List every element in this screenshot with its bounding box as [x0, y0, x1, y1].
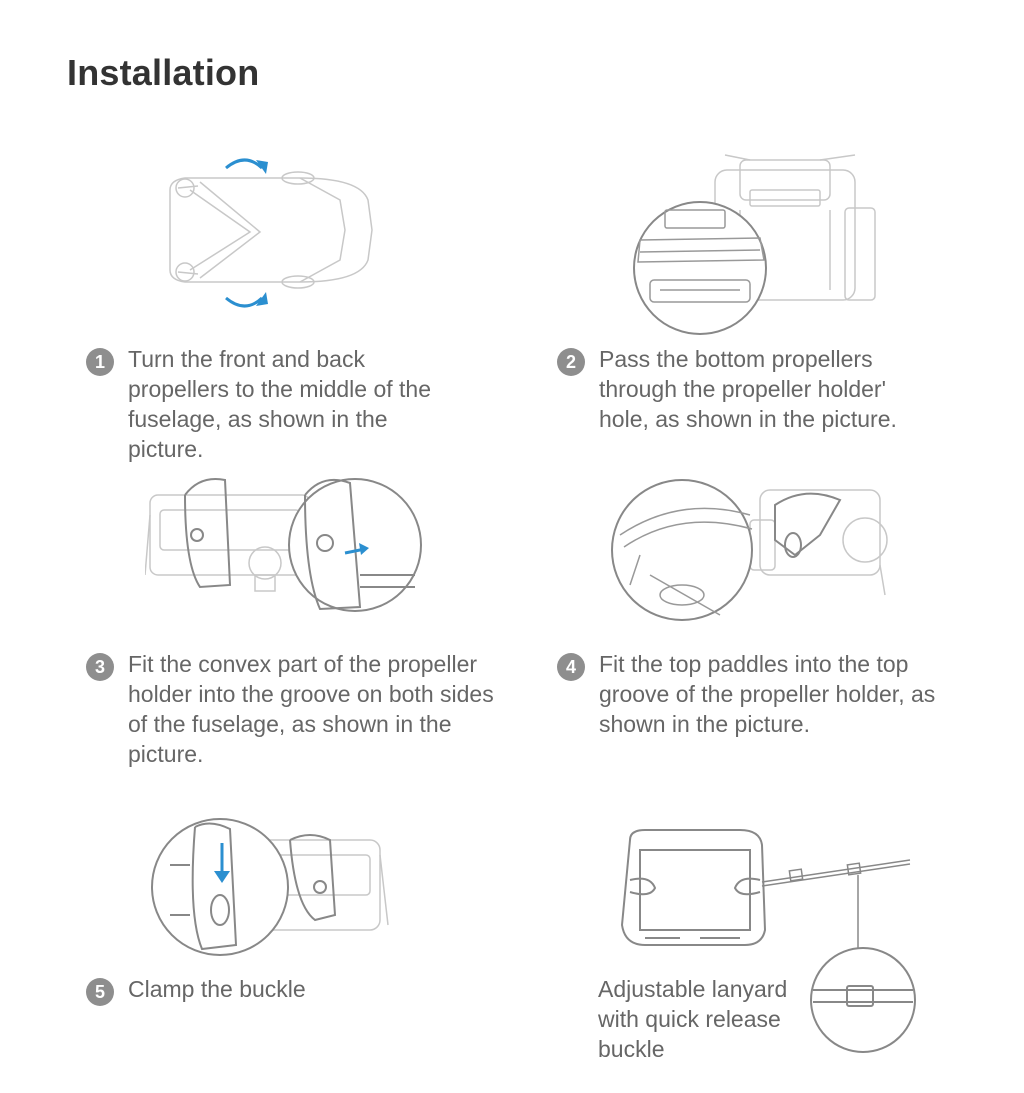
- step-number-badge: 5: [86, 978, 114, 1006]
- step-text: Fit the convex part of the propeller hol…: [128, 651, 494, 767]
- illustration-lanyard: [610, 820, 920, 1060]
- lanyard-caption: Adjustable lanyard with quick release bu…: [598, 976, 788, 1062]
- step-2: 2 Pass the bottom propellers through the…: [557, 344, 957, 434]
- page-title: Installation: [67, 52, 260, 93]
- step-number-badge: 3: [86, 653, 114, 681]
- illustration-clamp-buckle: [150, 815, 390, 960]
- step-1: 1 Turn the front and back propellers to …: [86, 344, 486, 464]
- step-text: Fit the top paddles into the top groove …: [599, 651, 936, 737]
- step-text: Pass the bottom propellers through the p…: [599, 346, 897, 432]
- step-3: 3 Fit the convex part of the propeller h…: [86, 649, 516, 769]
- illustration-fold-propellers: [150, 150, 390, 320]
- step-text: Turn the front and back propellers to th…: [128, 346, 432, 462]
- step-number-badge: 2: [557, 348, 585, 376]
- illustration-bottom-propellers: [630, 150, 890, 335]
- illustration-fit-top: [610, 475, 905, 625]
- illustration-fit-convex: [145, 475, 430, 615]
- step-text: Clamp the buckle: [128, 976, 306, 1002]
- step-number-badge: 1: [86, 348, 114, 376]
- step-number-badge: 4: [557, 653, 585, 681]
- step-4: 4 Fit the top paddles into the top groov…: [557, 649, 957, 739]
- step-5: 5 Clamp the buckle: [86, 974, 486, 1006]
